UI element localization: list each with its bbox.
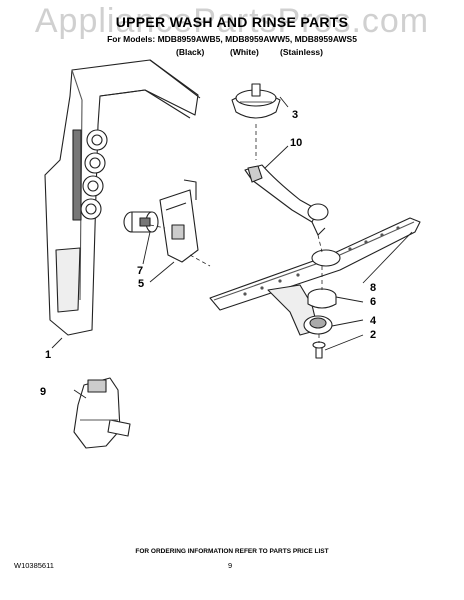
callout-7: 7 xyxy=(137,265,143,277)
part-spray-hub xyxy=(231,83,281,119)
assembly-lines xyxy=(149,124,323,343)
variant-stainless: (Stainless) xyxy=(280,47,323,57)
part-diverter xyxy=(73,377,131,449)
page-number: 9 xyxy=(228,561,233,570)
callout-8: 8 xyxy=(370,282,376,294)
part-valve xyxy=(123,211,159,233)
variant-white: (White) xyxy=(230,47,259,57)
document-number: W10385611 xyxy=(14,561,54,570)
callout-5: 5 xyxy=(138,278,144,290)
callout-10: 10 xyxy=(290,137,302,149)
variant-black: (Black) xyxy=(176,47,205,57)
callout-2: 2 xyxy=(370,329,376,341)
part-manifold-duct xyxy=(44,59,201,336)
part-lower-assembly xyxy=(267,284,337,359)
callout-3: 3 xyxy=(292,109,298,121)
page-title: UPPER WASH AND RINSE PARTS xyxy=(115,14,349,30)
callout-9: 9 xyxy=(40,386,46,398)
leader-lines xyxy=(51,96,413,399)
watermark: AppliancePartsPros.com xyxy=(34,2,430,40)
part-bracket xyxy=(159,179,199,263)
callout-4: 4 xyxy=(370,315,377,327)
callout-1: 1 xyxy=(45,349,51,361)
part-supply-tube xyxy=(244,164,329,236)
callout-6: 6 xyxy=(370,296,376,308)
ordering-note: FOR ORDERING INFORMATION REFER TO PARTS … xyxy=(135,548,329,555)
models-line: For Models: MDB8959AWB5, MDB8959AWW5, MD… xyxy=(107,34,357,44)
part-spray-arm xyxy=(209,217,421,311)
